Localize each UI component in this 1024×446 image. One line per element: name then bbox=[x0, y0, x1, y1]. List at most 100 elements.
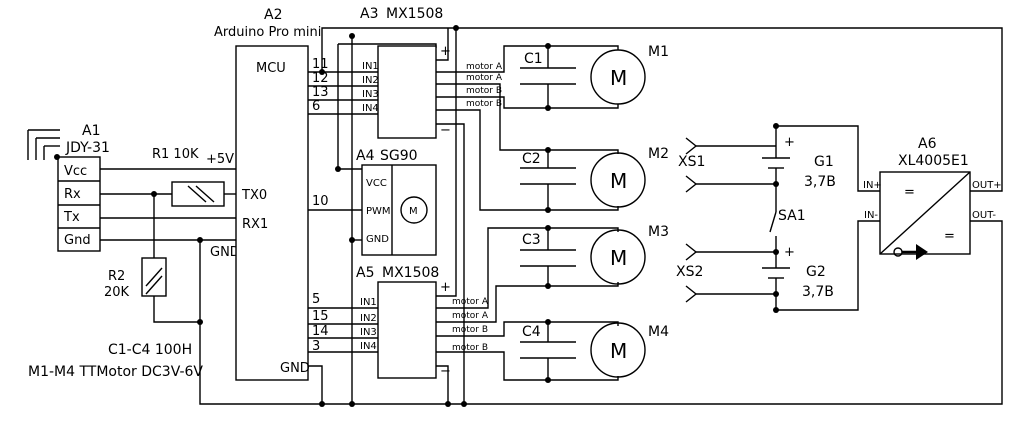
a1-pin-vcc: Vcc bbox=[64, 164, 87, 179]
g1-plus: + bbox=[784, 135, 795, 150]
a2-pin-3: 3 bbox=[312, 339, 320, 354]
c1-label: C1 bbox=[524, 51, 543, 67]
resistor-r2: R2 20K bbox=[104, 257, 167, 300]
resistor-r1: R1 10K bbox=[152, 147, 225, 207]
a2-tx-label: TX0 bbox=[241, 188, 267, 203]
a2-pin-11: 11 bbox=[312, 57, 329, 72]
a3-in2: IN2 bbox=[362, 75, 379, 86]
a5-output-wiring bbox=[436, 25, 548, 407]
a1-pin-gnd: Gnd bbox=[64, 233, 91, 248]
a3-minus: − bbox=[440, 123, 451, 138]
a3-out2: motor A bbox=[466, 73, 503, 83]
g1-label: G1 bbox=[814, 154, 834, 170]
a3-plus: + bbox=[440, 44, 451, 59]
a3-out4: motor B bbox=[466, 99, 502, 109]
motor-block-m2: M C2 M2 bbox=[520, 146, 669, 213]
g2-label: G2 bbox=[806, 264, 826, 280]
a2-pin-14: 14 bbox=[312, 324, 329, 339]
a6-out-plus: OUT+ bbox=[972, 180, 1002, 191]
a5-minus: − bbox=[440, 364, 451, 379]
a3-in1: IN1 bbox=[362, 61, 379, 72]
r2-value: 20K bbox=[104, 285, 130, 300]
module-a1: A1 JDY-31 Vcc Rx Tx Gnd bbox=[27, 123, 110, 252]
a5-out2: motor A bbox=[452, 311, 489, 321]
a3-out1: motor A bbox=[466, 62, 503, 72]
m2-label: M2 bbox=[648, 146, 669, 162]
mcu-driver-wiring bbox=[308, 27, 1003, 407]
motor-block-m4: M C4 M4 bbox=[520, 319, 669, 383]
a5-model: MX1508 bbox=[382, 265, 439, 281]
a4-pin-gnd: GND bbox=[366, 234, 389, 245]
a6-in-plus: IN+ bbox=[863, 180, 882, 191]
a2-model: Arduino Pro mini bbox=[214, 25, 321, 40]
module-a4: M A4 SG90 VCC PWM GND bbox=[356, 148, 437, 256]
g1-voltage: 3,7B bbox=[804, 174, 836, 190]
a2-mcu-label: MCU bbox=[256, 61, 286, 76]
m3-letter: M bbox=[610, 246, 627, 270]
c4-label: C4 bbox=[522, 324, 541, 340]
a1-model: JDY-31 bbox=[65, 140, 110, 156]
a3-output-wiring bbox=[436, 28, 548, 407]
g2-plus: + bbox=[784, 245, 795, 260]
a2-vcc-label: +5V bbox=[206, 152, 234, 167]
xs1-label: XS1 bbox=[678, 154, 705, 170]
a5-out1: motor A bbox=[452, 297, 489, 307]
a3-in3: IN3 bbox=[362, 89, 379, 100]
note-capacitors: C1-C4 100H bbox=[108, 342, 192, 358]
module-a2: A2 Arduino Pro mini MCU +5V TX0 RX1 GND … bbox=[206, 7, 329, 381]
a5-in1: IN1 bbox=[360, 297, 377, 308]
module-a3: A3 MX1508 IN1 IN2 IN3 IN4 + − motor A mo… bbox=[360, 6, 503, 139]
a3-in4: IN4 bbox=[362, 103, 379, 114]
a2-gnd-label: GND bbox=[280, 361, 310, 376]
a5-in2: IN2 bbox=[360, 313, 377, 324]
a6-out-minus: OUT- bbox=[972, 210, 996, 221]
a4-pin-vcc: VCC bbox=[366, 178, 387, 189]
m4-label: M4 bbox=[648, 324, 669, 340]
a6-eq-bottom: = bbox=[944, 229, 955, 244]
a2-pin-10: 10 bbox=[312, 194, 329, 209]
note-motors: M1-M4 TTMotor DC3V-6V bbox=[28, 364, 203, 380]
m1-letter: M bbox=[610, 66, 627, 90]
a1-pin-rx: Rx bbox=[64, 187, 81, 202]
a2-pin-5: 5 bbox=[312, 292, 320, 307]
a2-pin-13: 13 bbox=[312, 85, 329, 100]
a5-plus: + bbox=[440, 280, 451, 295]
xs2-label: XS2 bbox=[676, 264, 703, 280]
c2-label: C2 bbox=[522, 151, 541, 167]
a2-pin-6: 6 bbox=[312, 99, 320, 114]
a5-ref: A5 bbox=[356, 265, 374, 281]
a1-wiring bbox=[100, 168, 1003, 405]
a5-out4: motor B bbox=[452, 343, 488, 353]
m4-letter: M bbox=[610, 339, 627, 363]
a2-rx-label: RX1 bbox=[242, 217, 268, 232]
a4-servo-letter: M bbox=[409, 206, 418, 217]
r2-ref: R2 bbox=[108, 269, 125, 284]
a6-ref: A6 bbox=[918, 136, 937, 152]
a6-in-minus: IN- bbox=[864, 210, 878, 221]
a1-ref: A1 bbox=[82, 123, 100, 139]
a6-adjust-arrow-icon bbox=[916, 244, 928, 260]
a4-model: SG90 bbox=[380, 148, 418, 164]
module-a6: A6 XL4005E1 IN+ IN- OUT+ OUT- = = bbox=[863, 136, 1002, 260]
a4-ref: A4 bbox=[356, 148, 375, 164]
a6-model: XL4005E1 bbox=[898, 153, 969, 169]
m1-label: M1 bbox=[648, 44, 669, 60]
motor-block-m3: M C3 M3 bbox=[520, 224, 669, 289]
a3-out3: motor B bbox=[466, 86, 502, 96]
gnd-net-label: GND bbox=[210, 245, 240, 260]
motor-block-m1: M C1 M1 bbox=[520, 43, 669, 111]
r1-label: R1 10K bbox=[152, 147, 199, 162]
a3-model: MX1508 bbox=[386, 6, 443, 22]
m2-letter: M bbox=[610, 169, 627, 193]
battery-section: XS1 + G1 3,7B SA1 XS2 + G2 3,7B bbox=[676, 123, 880, 313]
a5-in3: IN3 bbox=[360, 327, 377, 338]
a6-eq-top: = bbox=[904, 185, 915, 200]
a2-pin-12: 12 bbox=[312, 71, 329, 86]
a3-ref: A3 bbox=[360, 6, 378, 22]
m3-label: M3 bbox=[648, 224, 669, 240]
g2-voltage: 3,7B bbox=[802, 284, 834, 300]
a2-pin-15: 15 bbox=[312, 309, 329, 324]
a2-ref: A2 bbox=[264, 7, 282, 23]
sa1-label: SA1 bbox=[778, 208, 806, 224]
